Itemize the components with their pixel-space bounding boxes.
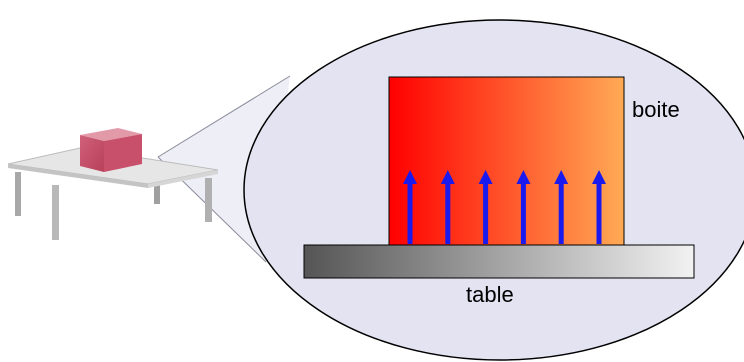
small-table-leg [52,185,59,240]
upward-force-arrow-icon [478,170,493,244]
upward-force-arrow-icon [592,170,606,244]
box [388,76,625,246]
small-box [80,128,142,172]
box-label: boite [632,97,680,122]
upward-force-arrow-icon [440,170,455,244]
table-label: table [466,282,514,307]
small-table-leg [154,172,160,204]
force-arrows [403,170,606,244]
upward-force-arrow-icon [516,170,531,244]
upward-force-arrow-icon [403,170,417,244]
table-slab [303,244,695,279]
small-table-illustration [7,128,219,240]
small-table-leg [15,172,21,216]
small-table-leg [205,178,212,222]
upward-force-arrow-icon [554,170,569,244]
